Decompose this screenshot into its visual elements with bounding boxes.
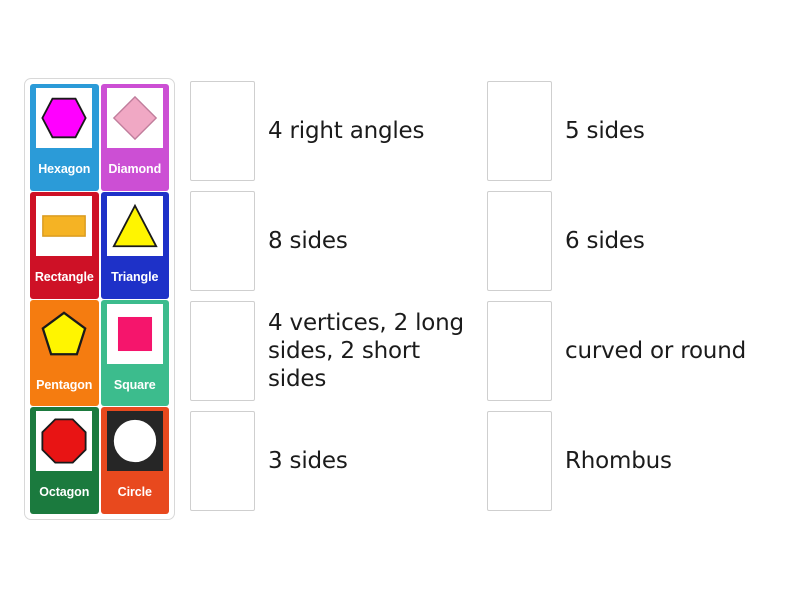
octagon-icon bbox=[36, 411, 93, 472]
drop-zone[interactable] bbox=[487, 81, 552, 181]
pentagon-icon bbox=[36, 304, 92, 364]
triangle-icon bbox=[106, 195, 163, 256]
answer-label: 6 sides bbox=[565, 227, 645, 254]
drop-zone[interactable] bbox=[487, 411, 552, 511]
shape-card-pentagon[interactable]: Pentagon bbox=[30, 299, 99, 407]
answer-label: curved or round bbox=[565, 337, 746, 364]
shape-card-rectangle[interactable]: Rectangle bbox=[30, 191, 99, 299]
drop-zone[interactable] bbox=[487, 301, 552, 401]
shape-card-triangle[interactable]: Triangle bbox=[100, 191, 169, 299]
drop-zone[interactable] bbox=[190, 411, 255, 511]
answer-label: 8 sides bbox=[268, 227, 348, 254]
answer-label: 4 right angles bbox=[268, 117, 425, 144]
shape-card-label: Pentagon bbox=[36, 377, 93, 392]
shape-card-label: Triangle bbox=[111, 269, 159, 284]
answer-label: Rhombus bbox=[565, 447, 672, 474]
drop-zone[interactable] bbox=[487, 191, 552, 291]
drop-zone[interactable] bbox=[190, 191, 255, 291]
answer-column-left: 4 right angles 8 sides 4 vertices, 2 long … bbox=[190, 80, 470, 520]
answer-label: 3 sides bbox=[268, 447, 348, 474]
answer-row: 4 right angles bbox=[190, 80, 470, 182]
shape-card-label: Diamond bbox=[108, 162, 162, 177]
hexagon-icon bbox=[36, 88, 93, 148]
answer-row: 4 vertices, 2 long sides, 2 short sides bbox=[190, 300, 470, 402]
answer-row: curved or round bbox=[487, 300, 787, 402]
rectangle-icon bbox=[36, 195, 93, 256]
drop-zone[interactable] bbox=[190, 301, 255, 401]
circle-icon bbox=[106, 411, 163, 472]
shape-card-label: Rectangle bbox=[34, 269, 94, 284]
shape-card-hexagon[interactable]: Hexagon bbox=[30, 84, 99, 191]
shape-card-diamond[interactable]: Diamond bbox=[100, 84, 169, 191]
shape-card-label: Square bbox=[113, 377, 156, 392]
shape-card-label: Octagon bbox=[39, 485, 90, 500]
answer-row: 8 sides bbox=[190, 190, 470, 292]
shape-card-square[interactable]: Square bbox=[100, 299, 169, 407]
shape-card-circle[interactable]: Circle bbox=[100, 407, 169, 514]
answer-row: Rhombus bbox=[487, 410, 787, 512]
answer-row: 6 sides bbox=[487, 190, 787, 292]
drop-zone[interactable] bbox=[190, 81, 255, 181]
answer-row: 3 sides bbox=[190, 410, 470, 512]
shape-card-label: Hexagon bbox=[38, 162, 91, 177]
answer-row: 5 sides bbox=[487, 80, 787, 182]
shape-card-label: Circle bbox=[117, 485, 152, 500]
answer-label: 5 sides bbox=[565, 117, 645, 144]
answer-label: 4 vertices, 2 long sides, 2 short sides bbox=[268, 309, 464, 393]
square-icon bbox=[106, 303, 163, 364]
diamond-icon bbox=[106, 88, 163, 148]
shape-card-octagon[interactable]: Octagon bbox=[30, 407, 99, 514]
